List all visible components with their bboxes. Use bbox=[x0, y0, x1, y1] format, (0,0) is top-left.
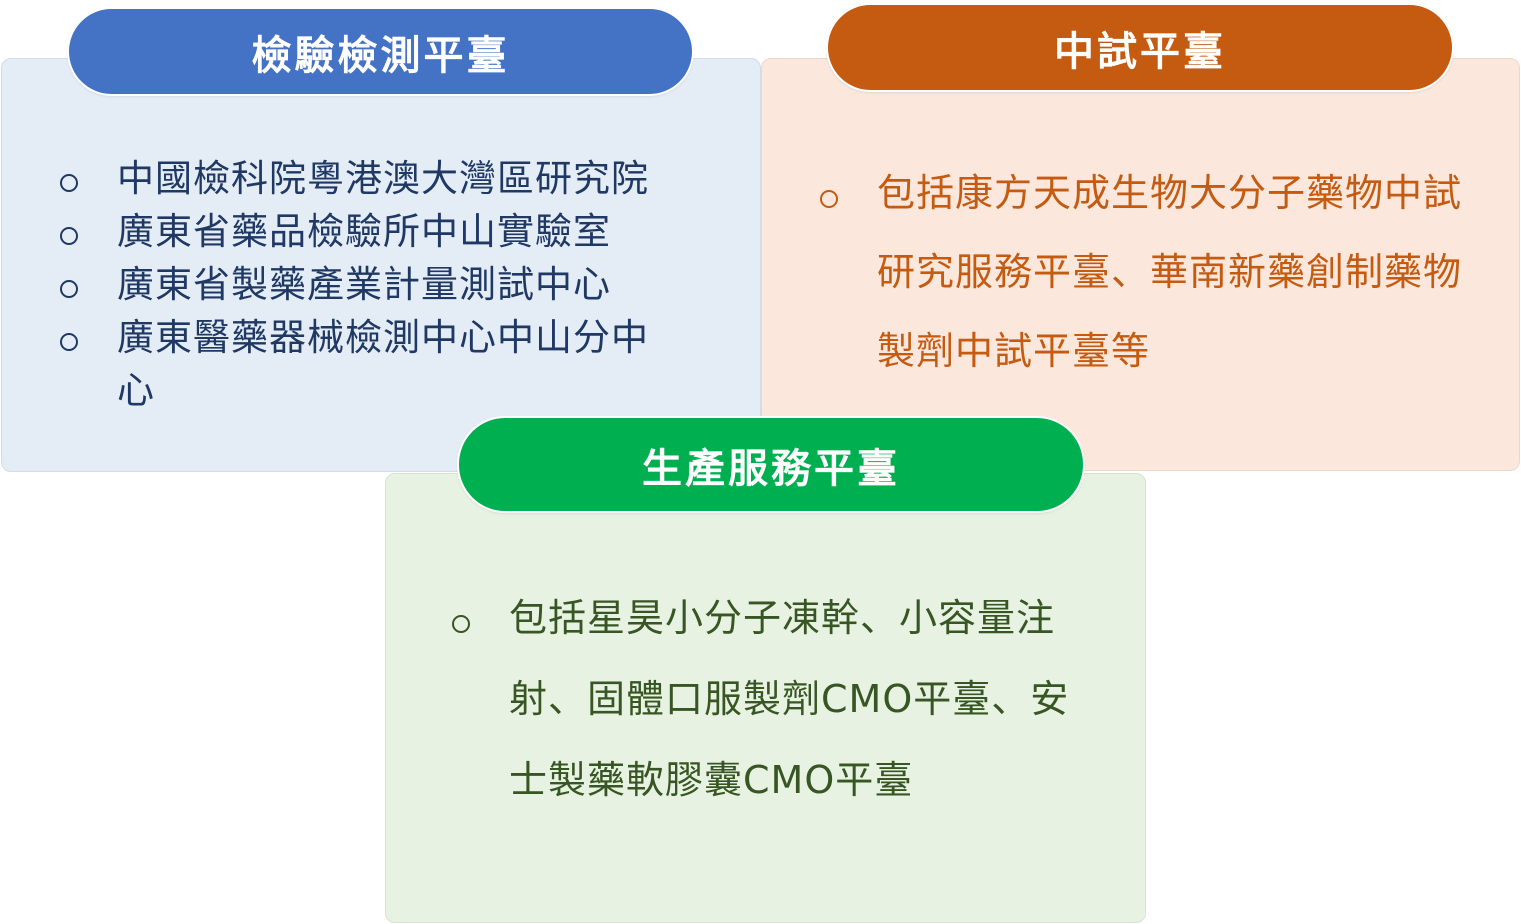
bullet-circle-icon bbox=[820, 190, 838, 208]
list-item-text: 中國檢科院粵港澳大灣區研究院 bbox=[117, 157, 649, 200]
pilot-platform-title: 中試平臺 bbox=[826, 3, 1454, 92]
testing-platform-list: 中國檢科院粵港澳大灣區研究院 廣東省藥品檢驗所中山實驗室 廣東省製藥產業計量測試… bbox=[60, 152, 680, 417]
list-item: 包括星昊小分子凍幹、小容量注射、固體口服製劑CMO平臺、安士製藥軟膠囊CMO平臺 bbox=[452, 578, 1102, 821]
list-item-text: 包括星昊小分子凍幹、小容量注射、固體口服製劑CMO平臺、安士製藥軟膠囊CMO平臺 bbox=[509, 596, 1070, 802]
list-item: 包括康方天成生物大分子藥物中試研究服務平臺、華南新藥創制藥物製劑中試平臺等 bbox=[820, 154, 1470, 391]
list-item: 廣東省藥品檢驗所中山實驗室 bbox=[60, 205, 680, 258]
pilot-platform-panel bbox=[761, 58, 1520, 471]
production-platform-panel bbox=[385, 473, 1146, 923]
list-item-text: 包括康方天成生物大分子藥物中試研究服務平臺、華南新藥創制藥物製劑中試平臺等 bbox=[877, 171, 1463, 373]
bullet-circle-icon bbox=[60, 333, 78, 351]
list-item: 廣東醫藥器械檢測中心中山分中心 bbox=[60, 311, 680, 417]
list-item: 廣東省製藥產業計量測試中心 bbox=[60, 258, 680, 311]
bullet-circle-icon bbox=[60, 174, 78, 192]
list-item-text: 廣東省製藥產業計量測試中心 bbox=[117, 263, 611, 306]
production-platform-title: 生產服務平臺 bbox=[457, 416, 1085, 513]
list-item-text: 廣東省藥品檢驗所中山實驗室 bbox=[117, 210, 611, 253]
testing-platform-panel bbox=[1, 58, 761, 472]
testing-platform-title: 檢驗檢測平臺 bbox=[67, 7, 694, 96]
bullet-circle-icon bbox=[60, 280, 78, 298]
list-item: 中國檢科院粵港澳大灣區研究院 bbox=[60, 152, 680, 205]
pilot-platform-list: 包括康方天成生物大分子藥物中試研究服務平臺、華南新藥創制藥物製劑中試平臺等 bbox=[820, 154, 1470, 391]
bullet-circle-icon bbox=[60, 227, 78, 245]
list-item-text: 廣東醫藥器械檢測中心中山分中心 bbox=[117, 316, 649, 412]
production-platform-list: 包括星昊小分子凍幹、小容量注射、固體口服製劑CMO平臺、安士製藥軟膠囊CMO平臺 bbox=[452, 578, 1102, 821]
bullet-circle-icon bbox=[452, 615, 470, 633]
